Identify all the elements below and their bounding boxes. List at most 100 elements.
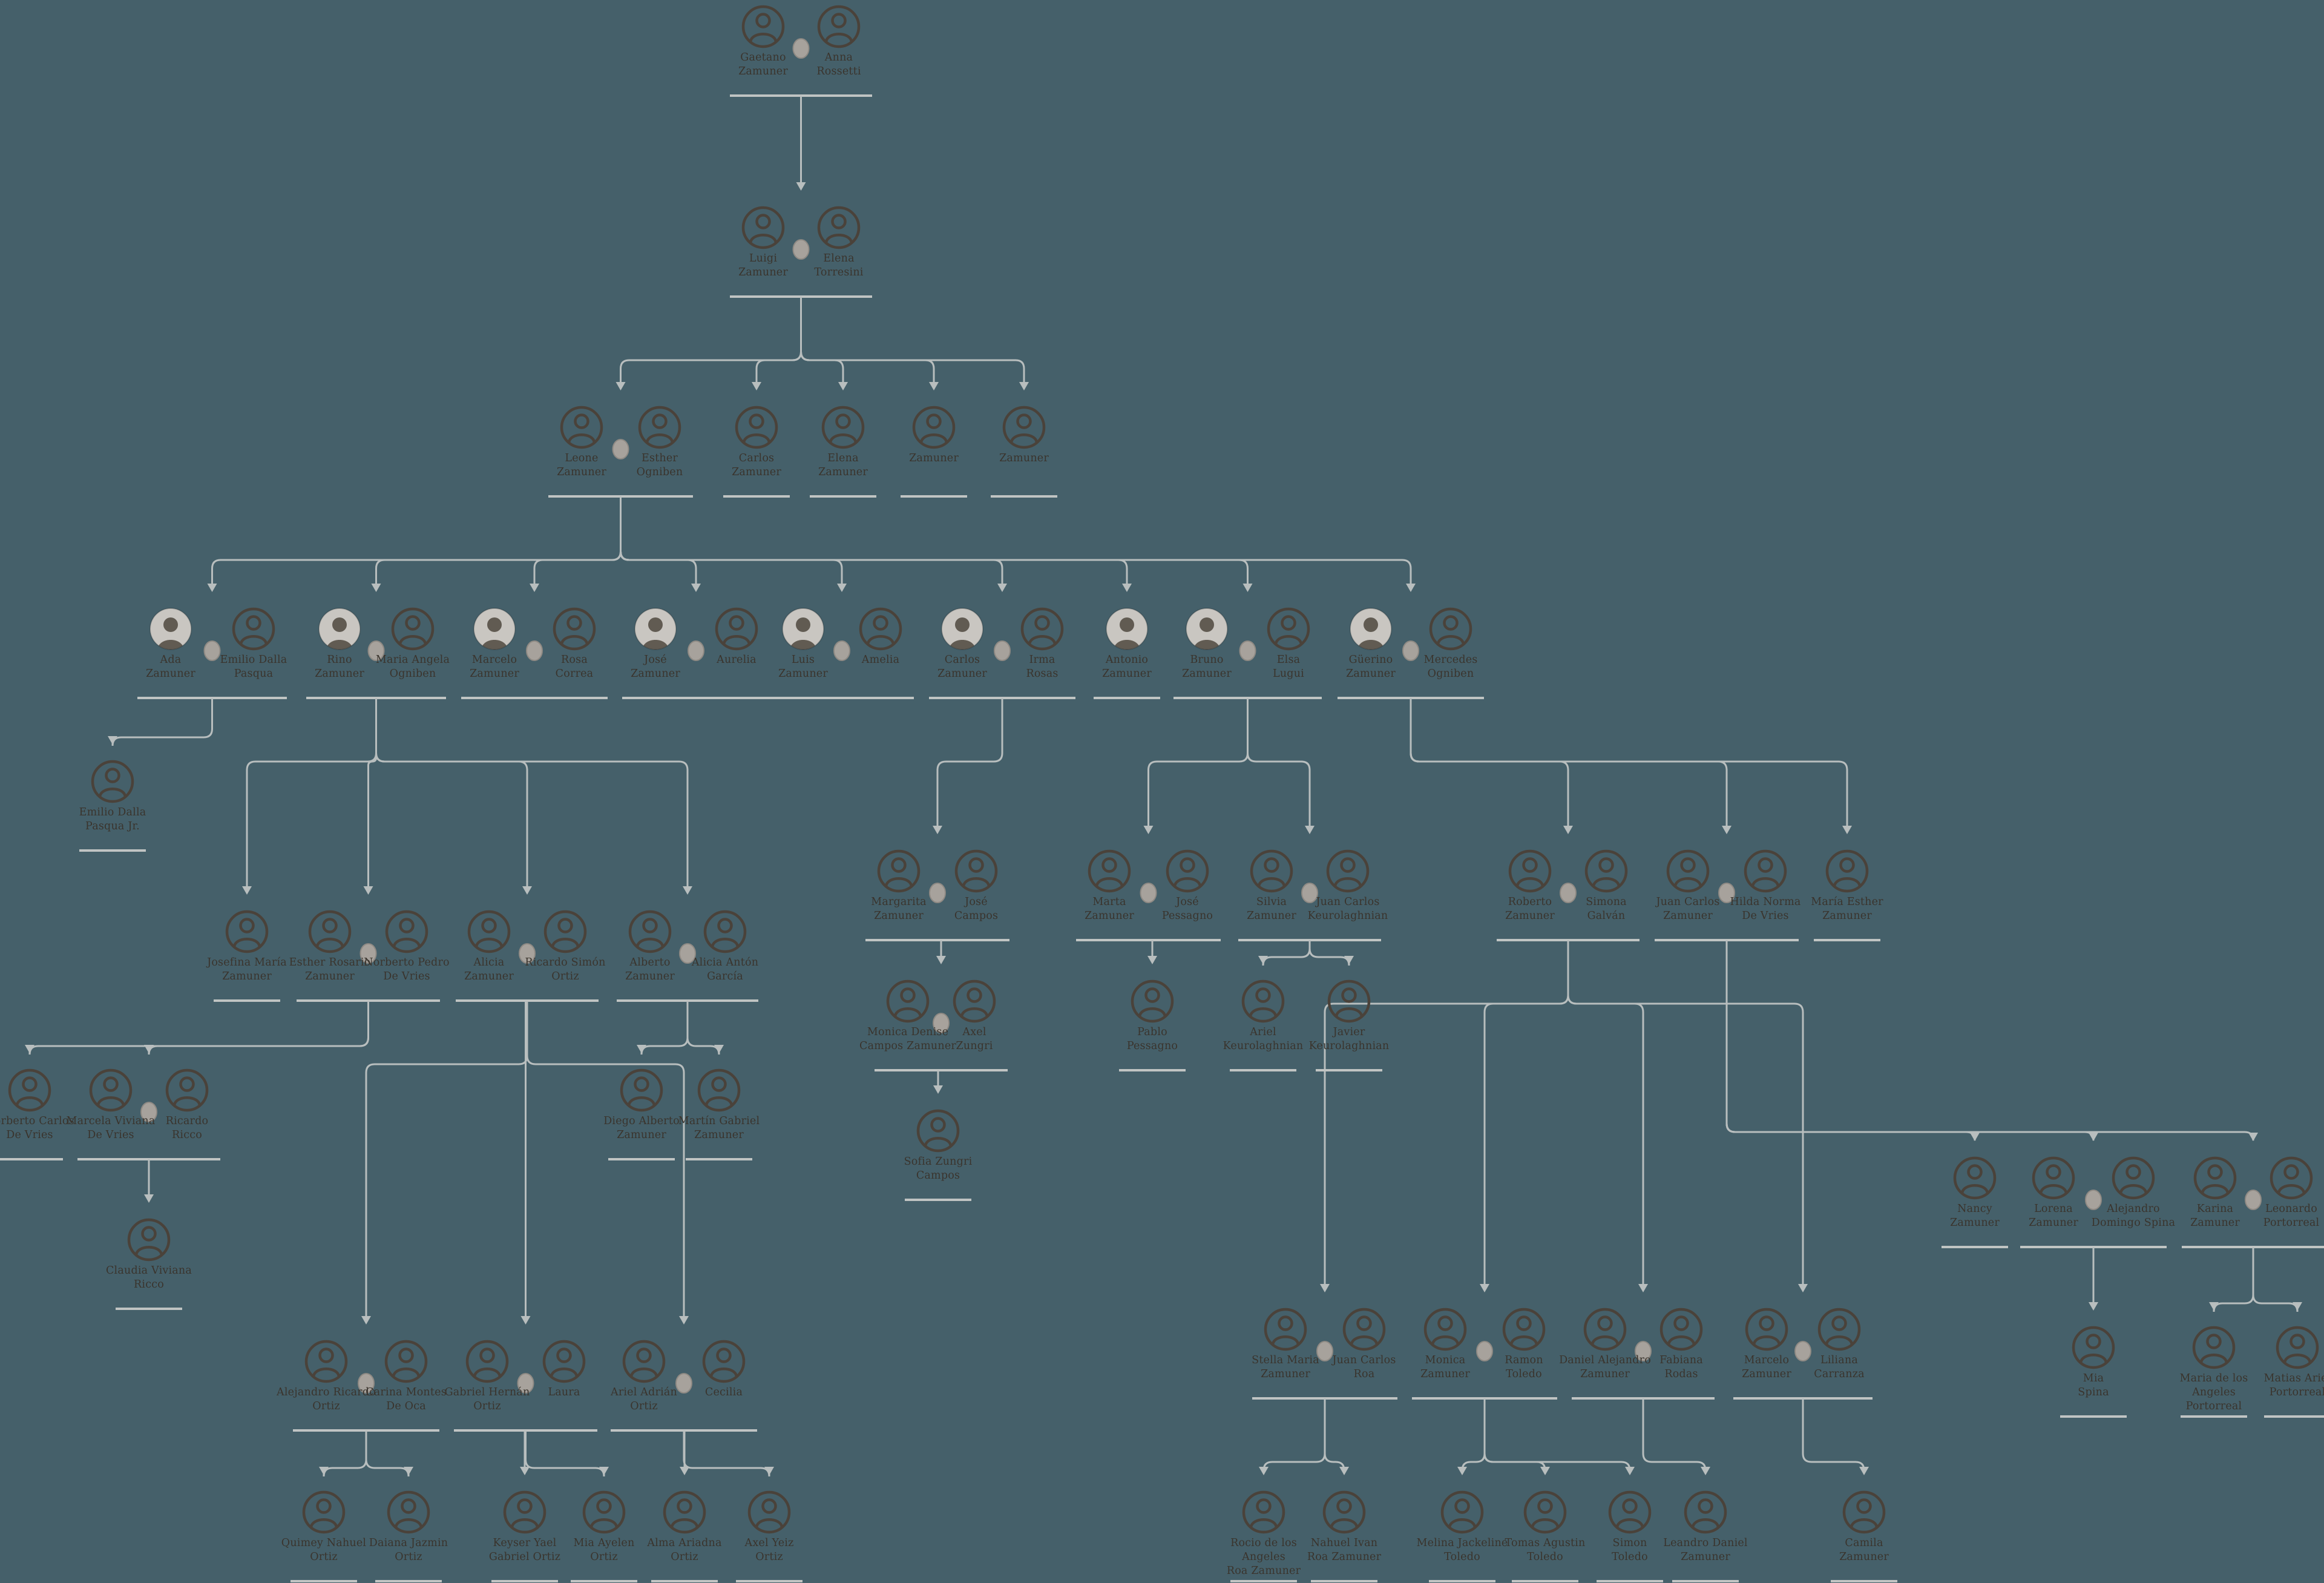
- person-node[interactable]: Roberto Zamuner: [1472, 849, 1587, 923]
- person-node[interactable]: Ariel Keurolaghnian: [1206, 979, 1321, 1053]
- person-node[interactable]: Alejandro Domingo Spina: [2076, 1156, 2191, 1230]
- person-node[interactable]: Elsa Lugui: [1231, 607, 1346, 681]
- person-node[interactable]: Juan Carlos Zamuner: [1630, 849, 1745, 923]
- person-node[interactable]: Carlos Zamuner: [699, 406, 814, 479]
- person-avatar-photo: [149, 608, 192, 650]
- person-node[interactable]: Leonardo Portorreal: [2234, 1156, 2324, 1230]
- person-node[interactable]: Anna Rossetti: [781, 5, 896, 79]
- person-node[interactable]: Lorena Zamuner: [1996, 1156, 2111, 1230]
- person-node[interactable]: José Pessagno: [1130, 849, 1245, 923]
- person-node[interactable]: Maria de los Angeles Portorreal: [2156, 1326, 2271, 1414]
- person-node[interactable]: Elena Torresini: [781, 206, 896, 280]
- person-node[interactable]: Laura: [507, 1340, 622, 1400]
- person-node[interactable]: Bruno Zamuner: [1149, 607, 1264, 681]
- person-node[interactable]: Leandro Daniel Zamuner: [1648, 1490, 1763, 1564]
- person-node[interactable]: Elena Zamuner: [786, 406, 901, 479]
- person-node[interactable]: Axel Yeiz Ortiz: [712, 1490, 827, 1564]
- person-node[interactable]: Zamuner: [967, 406, 1082, 466]
- person-node[interactable]: Marcelo Zamuner: [1709, 1308, 1824, 1381]
- person-node[interactable]: Keyser Yael Gabriel Ortiz: [467, 1490, 582, 1564]
- person-node[interactable]: Norberto Carlos De Vries: [0, 1068, 87, 1142]
- person-node[interactable]: Luis Zamuner: [746, 607, 861, 681]
- person-node[interactable]: María Esther Zamuner: [1790, 849, 1905, 923]
- person-node[interactable]: Güerino Zamuner: [1313, 607, 1428, 681]
- person-node[interactable]: Axel Zungri: [917, 979, 1032, 1053]
- person-node[interactable]: Ada Zamuner: [113, 607, 228, 681]
- person-avatar-icon: [1502, 1308, 1546, 1351]
- person-node[interactable]: Rocio de los Angeles Roa Zamuner: [1206, 1490, 1321, 1578]
- person-node[interactable]: Gaetano Zamuner: [706, 5, 821, 79]
- person-node[interactable]: Monica Denise Campos Zamuner: [850, 979, 965, 1053]
- person-node[interactable]: Rino Zamuner: [282, 607, 397, 681]
- person-node[interactable]: Mia Spina: [2036, 1326, 2151, 1400]
- person-node[interactable]: Ariel Adrián Ortiz: [586, 1340, 701, 1414]
- person-node[interactable]: Martín Gabriel Zamuner: [661, 1068, 776, 1142]
- person-node[interactable]: Fabiana Rodas: [1624, 1308, 1739, 1381]
- person-node[interactable]: Ricardo Simón Ortiz: [508, 910, 623, 984]
- person-name: Daiana Jazmin Ortiz: [369, 1537, 448, 1563]
- person-node[interactable]: Alejandro Ricardo Ortiz: [269, 1340, 384, 1414]
- person-node[interactable]: Liliana Carranza: [1782, 1308, 1897, 1381]
- person-node[interactable]: Luigi Zamuner: [706, 206, 821, 280]
- person-avatar-photo: [318, 608, 361, 650]
- person-name: Marta Zamuner: [1085, 896, 1134, 922]
- person-node[interactable]: Simona Galván: [1549, 849, 1664, 923]
- person-node[interactable]: Leone Zamuner: [524, 406, 639, 479]
- person-node[interactable]: Diego Alberto Zamuner: [584, 1068, 699, 1142]
- person-node[interactable]: Mercedes Ogniben: [1393, 607, 1508, 681]
- person-node[interactable]: Maria Angela Ogniben: [355, 607, 470, 681]
- person-name: Emilio Dalla Pasqua: [220, 654, 287, 680]
- person-node[interactable]: Marcelo Zamuner: [437, 607, 552, 681]
- person-avatar-icon: [1666, 849, 1710, 893]
- person-node[interactable]: Antonio Zamuner: [1069, 607, 1184, 681]
- person-node[interactable]: Marcela Viviana De Vries: [53, 1068, 168, 1142]
- person-node[interactable]: Nancy Zamuner: [1917, 1156, 2032, 1230]
- person-node[interactable]: Stella Maria Zamuner: [1228, 1308, 1343, 1381]
- person-node[interactable]: Juan Carlos Keurolaghnian: [1290, 849, 1405, 923]
- person-node[interactable]: Melina Jackeline Toledo: [1405, 1490, 1520, 1564]
- person-node[interactable]: Mia Ayelen Ortiz: [547, 1490, 661, 1564]
- person-node[interactable]: Esther Ogniben: [602, 406, 717, 479]
- person-node[interactable]: Simon Toledo: [1572, 1490, 1687, 1564]
- person-node[interactable]: Emilio Dalla Pasqua: [196, 607, 311, 681]
- person-node[interactable]: Camila Zamuner: [1807, 1490, 1922, 1564]
- person-node[interactable]: Ricardo Ricco: [130, 1068, 245, 1142]
- person-node[interactable]: Alma Ariadna Ortiz: [627, 1490, 742, 1564]
- person-node[interactable]: Margarita Zamuner: [841, 849, 956, 923]
- person-node[interactable]: Emilio Dalla Pasqua Jr.: [55, 760, 170, 834]
- person-node[interactable]: Alberto Zamuner: [592, 910, 707, 984]
- person-node[interactable]: Daiana Jazmin Ortiz: [351, 1490, 466, 1564]
- person-node[interactable]: Daniel Alejandro Zamuner: [1548, 1308, 1663, 1381]
- person-node[interactable]: Gabriel Hernán Ortiz: [430, 1340, 545, 1414]
- person-node[interactable]: Carina Montes De Oca: [349, 1340, 464, 1414]
- person-node[interactable]: Juan Carlos Roa: [1307, 1308, 1422, 1381]
- person-node[interactable]: Aurelia: [679, 607, 794, 667]
- person-node[interactable]: Ramon Toledo: [1466, 1308, 1581, 1381]
- person-node[interactable]: José Campos: [919, 849, 1034, 923]
- person-node[interactable]: Karina Zamuner: [2158, 1156, 2273, 1230]
- person-node[interactable]: Rosa Correa: [517, 607, 632, 681]
- person-node[interactable]: Irma Rosas: [985, 607, 1100, 681]
- person-node[interactable]: Monica Zamuner: [1388, 1308, 1503, 1381]
- person-node[interactable]: Hilda Norma De Vries: [1708, 849, 1823, 923]
- person-node[interactable]: Alicia Antón García: [668, 910, 783, 984]
- person-node[interactable]: Sofia Zungri Campos: [881, 1109, 996, 1183]
- person-node[interactable]: Javier Keurolaghnian: [1292, 979, 1407, 1053]
- person-node[interactable]: Zamuner: [876, 406, 991, 466]
- person-node[interactable]: Claudia Viviana Ricco: [91, 1218, 206, 1292]
- person-node[interactable]: Matias Ariel Portorreal: [2240, 1326, 2324, 1400]
- person-node[interactable]: Silvia Zamuner: [1214, 849, 1329, 923]
- person-node[interactable]: Tomas Agustin Toledo: [1488, 1490, 1603, 1564]
- person-node[interactable]: Carlos Zamuner: [905, 607, 1020, 681]
- person-node[interactable]: Quimey Nahuel Ortiz: [266, 1490, 381, 1564]
- person-node[interactable]: Alicia Zamuner: [432, 910, 547, 984]
- person-node[interactable]: Norberto Pedro De Vries: [349, 910, 464, 984]
- person-node[interactable]: Amelia: [823, 607, 938, 667]
- person-node[interactable]: Nahuel Ivan Roa Zamuner: [1287, 1490, 1402, 1564]
- person-node[interactable]: Marta Zamuner: [1052, 849, 1167, 923]
- person-node[interactable]: Josefina María Zamuner: [189, 910, 304, 984]
- person-node[interactable]: Esther Rosario Zamuner: [272, 910, 387, 984]
- person-node[interactable]: José Zamuner: [598, 607, 713, 681]
- person-node[interactable]: Cecilia: [666, 1340, 781, 1400]
- person-node[interactable]: Pablo Pessagno: [1095, 979, 1210, 1053]
